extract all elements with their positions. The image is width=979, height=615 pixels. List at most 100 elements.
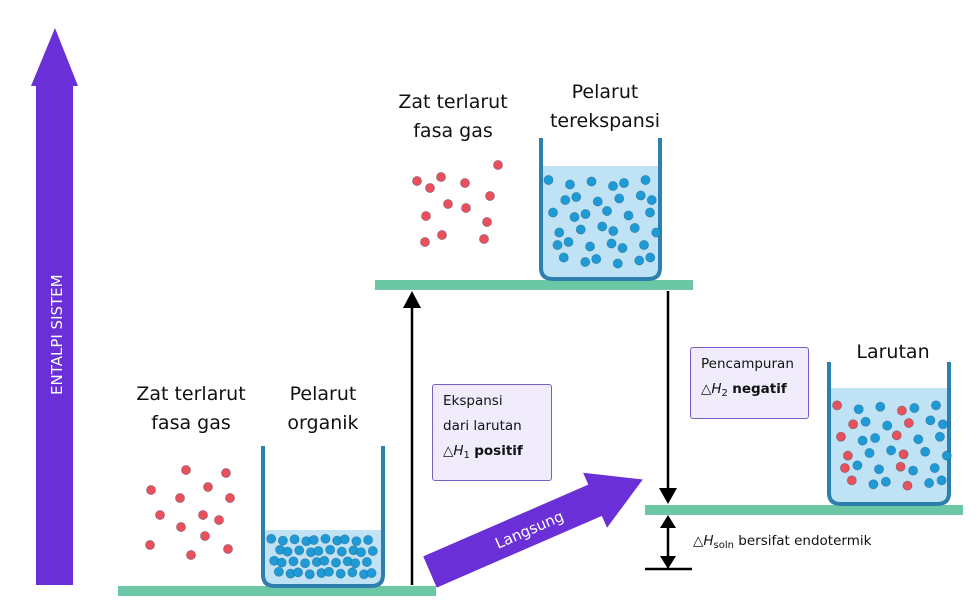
particle: [848, 419, 859, 430]
particle: [925, 415, 936, 426]
gas-particle: [460, 202, 471, 213]
particle: [320, 533, 331, 544]
particle: [832, 400, 843, 411]
soln-delta: △H: [693, 533, 714, 549]
beaker-solution: [827, 362, 952, 506]
gas-particle: [154, 509, 165, 520]
particle: [842, 450, 853, 461]
gas-particle: [197, 509, 208, 520]
gas-particle: [174, 492, 185, 503]
particle: [580, 256, 591, 267]
gas-particle: [185, 550, 196, 561]
particle: [645, 252, 656, 263]
gas-particle: [213, 515, 224, 526]
particle: [543, 174, 554, 185]
h1-arrow-head: [403, 291, 421, 308]
particle: [325, 544, 336, 555]
particle: [300, 558, 311, 569]
gas-particle: [478, 233, 489, 244]
h2-delta: △H: [701, 381, 722, 397]
particle: [634, 255, 645, 266]
h2-line2: △H2 negatif: [701, 377, 798, 406]
particle: [913, 434, 924, 445]
particle: [614, 193, 625, 204]
gas-particle: [484, 190, 495, 201]
particle: [902, 480, 913, 491]
gas-solute-label-top: Zat terlarut fasa gas: [398, 91, 508, 142]
particle: [569, 211, 580, 222]
h2-arrow-head: [659, 488, 677, 504]
particle: [924, 477, 935, 488]
particle: [336, 546, 347, 557]
particle: [931, 400, 942, 411]
particle: [548, 207, 559, 218]
level-bottom: [118, 586, 436, 596]
h2-box: Pencampuran △H2 negatif: [690, 347, 809, 419]
particle: [288, 556, 299, 567]
particle: [323, 566, 334, 577]
particle: [646, 194, 657, 205]
gas-solute-label-bottom: Zat terlarut fasa gas: [136, 383, 246, 434]
particle: [592, 196, 603, 207]
particle: [651, 227, 662, 238]
gas-particle: [435, 171, 446, 182]
gas-particle: [420, 210, 431, 221]
gas-particles-top: [411, 159, 503, 247]
particle: [602, 205, 613, 216]
gas-particle: [419, 236, 430, 247]
particle: [629, 222, 640, 233]
soln-text: bersifat endotermik: [734, 533, 872, 549]
particle: [294, 545, 305, 556]
particle: [891, 430, 902, 441]
beaker-organic: [261, 446, 385, 588]
h2-word: negatif: [732, 381, 787, 397]
particle: [908, 465, 919, 476]
particle: [335, 568, 346, 579]
h1-word: positif: [474, 443, 523, 459]
particle: [266, 533, 277, 544]
particle: [580, 208, 591, 219]
gas-particle: [145, 484, 156, 495]
particle: [585, 241, 596, 252]
gas-particle: [202, 481, 213, 492]
particle: [875, 401, 886, 412]
particle: [639, 239, 650, 250]
particle: [319, 555, 330, 566]
particle: [941, 450, 952, 461]
gas-particle: [222, 544, 233, 555]
particle: [293, 567, 304, 578]
particle: [936, 475, 947, 486]
particle: [366, 568, 377, 579]
gas-particle: [481, 216, 492, 227]
solvent-label-top: Pelarut terekspansi: [549, 81, 661, 132]
particle: [929, 462, 940, 473]
soln-sub: soln: [713, 540, 734, 551]
h2-sub: 2: [721, 388, 728, 399]
particle: [857, 435, 868, 446]
particle: [350, 558, 361, 569]
particle: [886, 445, 897, 456]
gas-particle: [436, 229, 447, 240]
particle: [898, 449, 909, 460]
particle: [612, 258, 623, 269]
gas-particle: [411, 175, 422, 186]
particle: [552, 239, 563, 250]
gas-particle: [224, 492, 235, 503]
particle: [846, 475, 857, 486]
particle: [558, 252, 569, 263]
particle: [313, 546, 324, 557]
particle: [852, 460, 863, 471]
particle: [608, 225, 619, 236]
particle: [640, 174, 651, 185]
particle: [597, 221, 608, 232]
particle: [903, 417, 914, 428]
particle: [836, 431, 847, 442]
gas-particle: [175, 522, 186, 533]
h1-line3: △H1 positif: [443, 439, 541, 468]
particle: [361, 557, 372, 568]
particle: [874, 464, 885, 475]
particle: [289, 534, 300, 545]
h1-line1: Ekspansi: [443, 393, 503, 409]
soln-arrow-head-down: [660, 556, 676, 569]
